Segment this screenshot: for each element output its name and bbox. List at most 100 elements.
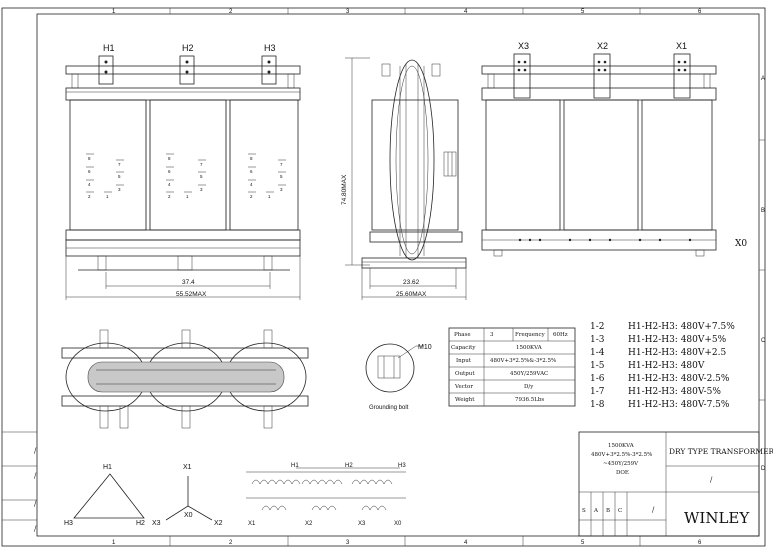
- tap-number: 4: [168, 182, 171, 187]
- tap-number: 6: [250, 169, 253, 174]
- tap-number: 5: [280, 174, 283, 179]
- tap-number: 8: [250, 156, 253, 161]
- wye-label: X0: [184, 512, 193, 519]
- tap-voltage: H1-H2-H3: 480V-7.5%: [628, 400, 730, 410]
- spec-value-phase: 3: [490, 332, 494, 338]
- front-view: H1 H2 H3: [65, 43, 301, 300]
- grid-ticks: [169, 8, 765, 546]
- dimension-depth-outer: 25.60MAX: [396, 291, 427, 298]
- title-slash: /: [710, 476, 713, 484]
- col-number: 3: [346, 9, 350, 15]
- spec-label-frequency: Frequency: [515, 332, 546, 338]
- row-letters: A B C D: [761, 76, 766, 472]
- terminal-label-h1: H1: [103, 43, 115, 53]
- spec-label-capacity: Capacity: [451, 345, 476, 351]
- side-view: 74.80MAX 23.62 25.60MAX: [341, 57, 467, 300]
- title-spec-line: 1500KVA: [608, 443, 635, 449]
- terminal-label-x1: X1: [676, 41, 687, 51]
- col-number: 1: [112, 540, 116, 546]
- rev-cell: B: [606, 508, 610, 514]
- dimension-depth-inner: 23.62: [403, 279, 420, 286]
- revision-mark: /: [34, 500, 37, 508]
- tap-number: 3: [280, 187, 283, 192]
- col-number: 1: [112, 9, 116, 15]
- tap-number: 6: [88, 169, 91, 174]
- inner-border: [36, 13, 760, 537]
- tap-pair: 1-6: [590, 374, 605, 384]
- revision-mark: /: [34, 472, 37, 480]
- col-number: 5: [581, 9, 585, 15]
- spec-label-vector: Vector: [454, 384, 473, 390]
- row-letter: B: [761, 208, 765, 214]
- wye-label: X3: [152, 520, 161, 527]
- outer-border: [1, 7, 766, 547]
- tap-number: 2: [88, 194, 91, 199]
- bolt-size-label: M10: [418, 344, 432, 351]
- spec-value-capacity: 1500KVA: [516, 345, 543, 351]
- rev-cell: A: [593, 508, 599, 514]
- spec-table: Phase 3 Frequency 60Hz Capacity 1500KVA …: [448, 327, 576, 407]
- tap-pair: 1-7: [590, 387, 605, 397]
- tap-voltage: H1-H2-H3: 480V+2.5: [628, 348, 727, 358]
- revision-mark: /: [34, 447, 37, 455]
- rear-view: X3 X2 X1 X0: [481, 41, 747, 257]
- row-letter: A: [761, 76, 765, 82]
- tap-number: 6: [168, 169, 171, 174]
- title-spec-line: ~450Y/259V: [603, 461, 639, 467]
- col-number: 4: [464, 540, 468, 546]
- terminal-label-h3: H3: [264, 43, 276, 53]
- spec-value-vector: D/y: [524, 384, 534, 390]
- tap-number: 2: [250, 194, 253, 199]
- revision-strip: [2, 431, 37, 521]
- title-spec-line: DOE: [616, 470, 629, 476]
- tap-number: 1: [186, 194, 189, 199]
- tap-number: 1: [106, 194, 109, 199]
- tap-number: 3: [200, 187, 203, 192]
- vector-diagram: H1 H3 H2 X1 X3 X0 X2: [64, 464, 223, 527]
- winding-label-h2: H2: [345, 463, 353, 469]
- title-slash: /: [652, 506, 655, 514]
- tap-voltage: H1-H2-H3: 480V-5%: [628, 387, 721, 397]
- row-letter: C: [761, 338, 766, 344]
- tap-number: 8: [88, 156, 91, 161]
- winding-label-x1: X1: [248, 521, 256, 527]
- tap-voltage: H1-H2-H3: 480V: [628, 361, 705, 371]
- col-number: 4: [464, 9, 468, 15]
- delta-label: H1: [103, 464, 112, 471]
- col-number: 2: [229, 540, 233, 546]
- column-numbers-top: 1 2 3 4 5 6: [112, 9, 702, 15]
- terminal-label-x0: X0: [735, 239, 747, 249]
- dimension-height: 74.80MAX: [341, 174, 348, 205]
- row-letter: D: [761, 466, 766, 472]
- tap-number: 7: [118, 162, 121, 167]
- dimension-outer: 55.52MAX: [176, 291, 207, 298]
- title-spec-line: 480V+3*2.5%-3*2.5%: [591, 452, 652, 458]
- spec-value-weight: 7936.5Lbs: [515, 397, 544, 403]
- winding-label-x3: X3: [358, 521, 366, 527]
- winding-label-x2: X2: [305, 521, 313, 527]
- tap-number: 7: [200, 162, 203, 167]
- spec-label-input: Input: [456, 358, 472, 364]
- grounding-bolt-detail: M10 Grounding bolt: [365, 343, 432, 411]
- column-numbers-bottom: 1 2 3 4 5 6: [112, 540, 702, 546]
- delta-label: H3: [64, 520, 73, 527]
- title-block: 1500KVA 480V+3*2.5%-3*2.5% ~450Y/259V DO…: [578, 431, 773, 537]
- terminal-label-h2: H2: [182, 43, 194, 53]
- tap-voltage: H1-H2-H3: 480V+7.5%: [628, 322, 735, 332]
- tap-pair: 1-5: [590, 361, 605, 371]
- col-number: 5: [581, 540, 585, 546]
- drawing-title: DRY TYPE TRANSFORMER: [669, 447, 773, 456]
- terminal-label-x2: X2: [597, 41, 608, 51]
- wye-label: X1: [183, 464, 192, 471]
- tap-voltage: H1-H2-H3: 480V-2.5%: [628, 374, 730, 384]
- col-number: 6: [698, 540, 702, 546]
- col-number: 2: [229, 9, 233, 15]
- rev-cell: S: [582, 508, 586, 514]
- spec-value-input: 480V+3*2.5%&-3*2.5%: [490, 358, 556, 364]
- dimension-inner: 37.4: [182, 279, 195, 286]
- wye-label: X2: [214, 520, 223, 527]
- tap-pair: 1-4: [590, 348, 605, 358]
- col-number: 3: [346, 540, 350, 546]
- tap-voltage: H1-H2-H3: 480V+5%: [628, 335, 727, 345]
